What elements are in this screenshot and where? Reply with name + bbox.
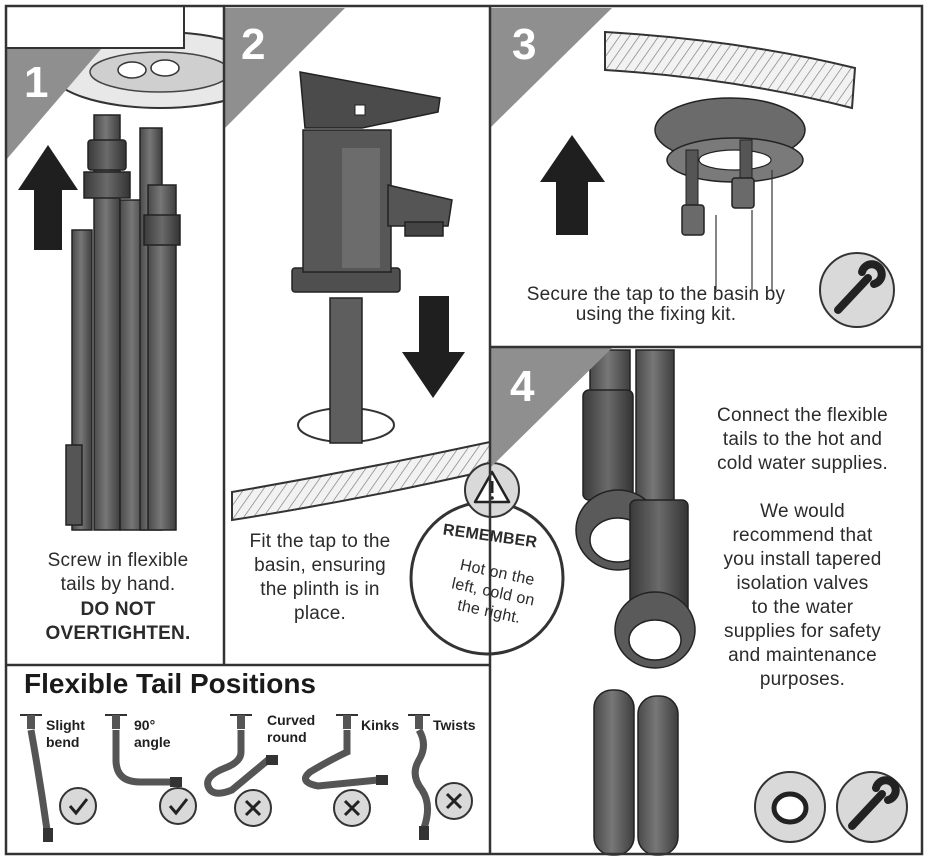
panel-4-text-connect: Connect the flexible tails to the hot an… bbox=[717, 405, 888, 474]
panel-1-text: Screw in flexible tails by hand. bbox=[47, 550, 189, 595]
panel-2-number: 2 bbox=[241, 20, 266, 69]
panel-1-illustration bbox=[18, 31, 271, 531]
panel-2-text: Fit the tap to the basin, ensuring the p… bbox=[249, 531, 391, 624]
panel-1-warning: DO NOT OVERTIGHTEN. bbox=[45, 599, 191, 644]
panel-2-illustration bbox=[231, 71, 491, 522]
panel-4-corner bbox=[490, 348, 612, 468]
panel-4-illustration bbox=[575, 349, 696, 856]
panel-3-corner bbox=[490, 8, 612, 128]
tail-label-curved-round: Curved round bbox=[267, 712, 316, 745]
spanner-icon-2 bbox=[836, 771, 908, 843]
warning-icon bbox=[464, 462, 520, 518]
panel-1-number: 1 bbox=[24, 58, 49, 107]
tail-label-twists: Twists bbox=[433, 717, 476, 733]
panel-3-illustration bbox=[540, 30, 857, 290]
tail-label-slight-bend: Slight bend bbox=[46, 717, 85, 750]
ptfe-tape-icon bbox=[754, 771, 826, 843]
tail-diagram-kinks bbox=[302, 714, 388, 827]
panel-3-text: Secure the tap to the basin by using the… bbox=[526, 284, 786, 325]
panel-1-corner bbox=[6, 20, 126, 160]
tail-positions-heading: Flexible Tail Positions bbox=[24, 668, 316, 699]
panel-2-corner bbox=[225, 8, 345, 128]
tail-label-90-angle: 90° angle bbox=[134, 717, 171, 750]
tail-label-kinks: Kinks bbox=[361, 717, 400, 733]
spanner-icon bbox=[819, 252, 895, 328]
tail-diagram-twists bbox=[408, 714, 473, 840]
tail-diagram-slight-bend bbox=[20, 714, 97, 842]
panel-4-text-recommend: We would recommend that you install tape… bbox=[723, 501, 882, 690]
tail-diagram-curved-round bbox=[204, 714, 278, 827]
panel-borders bbox=[4, 4, 924, 856]
tail-diagram-90-angle bbox=[105, 714, 197, 825]
panel-3-number: 3 bbox=[512, 20, 537, 69]
panel-4-number: 4 bbox=[510, 362, 535, 411]
